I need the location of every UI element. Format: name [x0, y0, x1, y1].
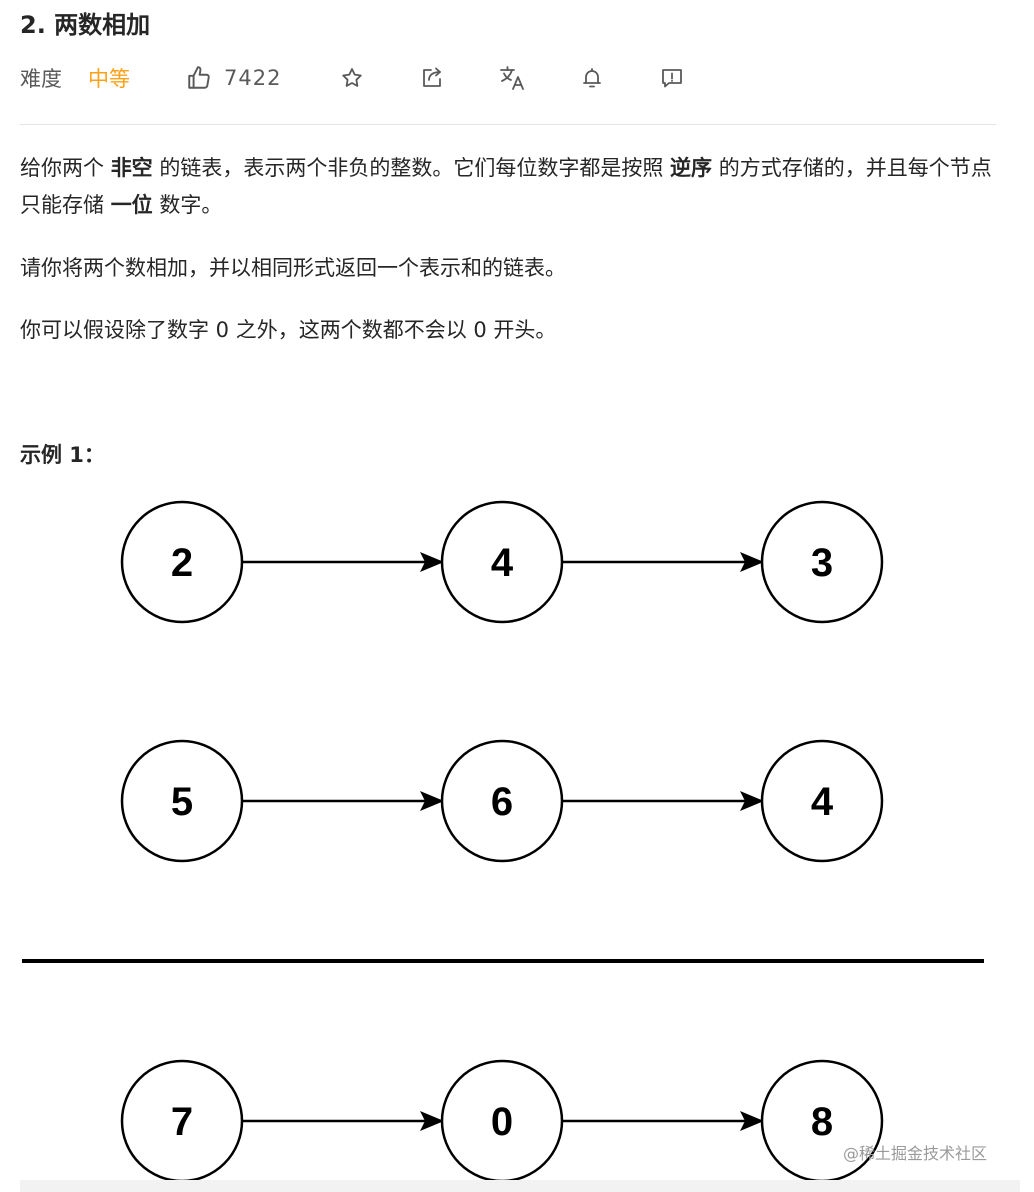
translate-button[interactable] — [492, 58, 532, 98]
node-value: 7 — [171, 1100, 193, 1144]
description-paragraph-2: 请你将两个数相加，并以相同形式返回一个表示和的链表。 — [20, 256, 566, 280]
difficulty-badge: 中等 — [88, 67, 130, 91]
list-node: 2 — [120, 500, 244, 624]
description-text: 给你两个 — [20, 156, 111, 180]
feedback-icon — [662, 69, 682, 88]
description-paragraph-1: 给你两个 非空 的链表，表示两个非负的整数。它们每位数字都是按照 逆序 的方式存… — [20, 150, 996, 224]
description-text: 的方式存储的，并且每个节点只能存储 — [20, 156, 992, 217]
keyword-non-empty: 非空 — [110, 156, 153, 180]
list-node: 4 — [440, 500, 564, 624]
node-value: 3 — [811, 541, 833, 585]
list-node: 8 — [760, 1059, 884, 1180]
like-count: 7422 — [224, 66, 282, 90]
linked-list-diagram: 2 4 3 5 6 4 7 0 8 — [22, 500, 984, 1180]
node-value: 8 — [811, 1100, 833, 1144]
favorite-button[interactable] — [332, 58, 372, 98]
feedback-button[interactable] — [652, 58, 692, 98]
bell-icon — [583, 68, 601, 88]
example-1-title: 示例 1： — [20, 443, 105, 467]
bottom-strip — [20, 1180, 1020, 1192]
node-circle — [760, 1059, 884, 1180]
node-circle — [760, 739, 884, 863]
share-icon — [423, 67, 441, 87]
like-button[interactable]: 7422 — [186, 58, 281, 98]
difficulty-label: 难度 — [20, 67, 62, 91]
node-value: 0 — [491, 1100, 513, 1144]
description-paragraph-3: 你可以假设除了数字 0 之外，这两个数都不会以 0 开头。 — [20, 318, 557, 342]
list-node: 5 — [120, 739, 244, 863]
description-text: 数字。 — [152, 193, 223, 217]
translate-icon — [500, 66, 524, 90]
header-divider — [20, 124, 996, 125]
node-value: 4 — [491, 541, 514, 585]
node-value: 4 — [811, 780, 834, 824]
keyword-single-digit: 一位 — [110, 193, 153, 217]
thumbs-up-icon — [188, 66, 210, 89]
node-value: 5 — [171, 780, 193, 824]
subscribe-button[interactable] — [572, 58, 612, 98]
node-circle — [760, 500, 884, 624]
node-value: 2 — [171, 541, 193, 585]
node-value: 6 — [491, 780, 513, 824]
watermark: @稀土掘金技术社区 — [843, 1144, 988, 1163]
star-icon — [342, 68, 362, 87]
list-node: 4 — [760, 739, 884, 863]
list-node: 6 — [440, 739, 564, 863]
list-node: 7 — [120, 1059, 244, 1180]
list-node: 3 — [760, 500, 884, 624]
share-button[interactable] — [412, 58, 452, 98]
problem-title: 2. 两数相加 — [20, 11, 151, 39]
problem-meta-bar: 难度 中等 7422 — [20, 58, 996, 98]
keyword-reverse-order: 逆序 — [670, 156, 713, 180]
list-node: 0 — [440, 1059, 564, 1180]
description-text: 的链表，表示两个非负的整数。它们每位数字都是按照 — [152, 156, 671, 180]
